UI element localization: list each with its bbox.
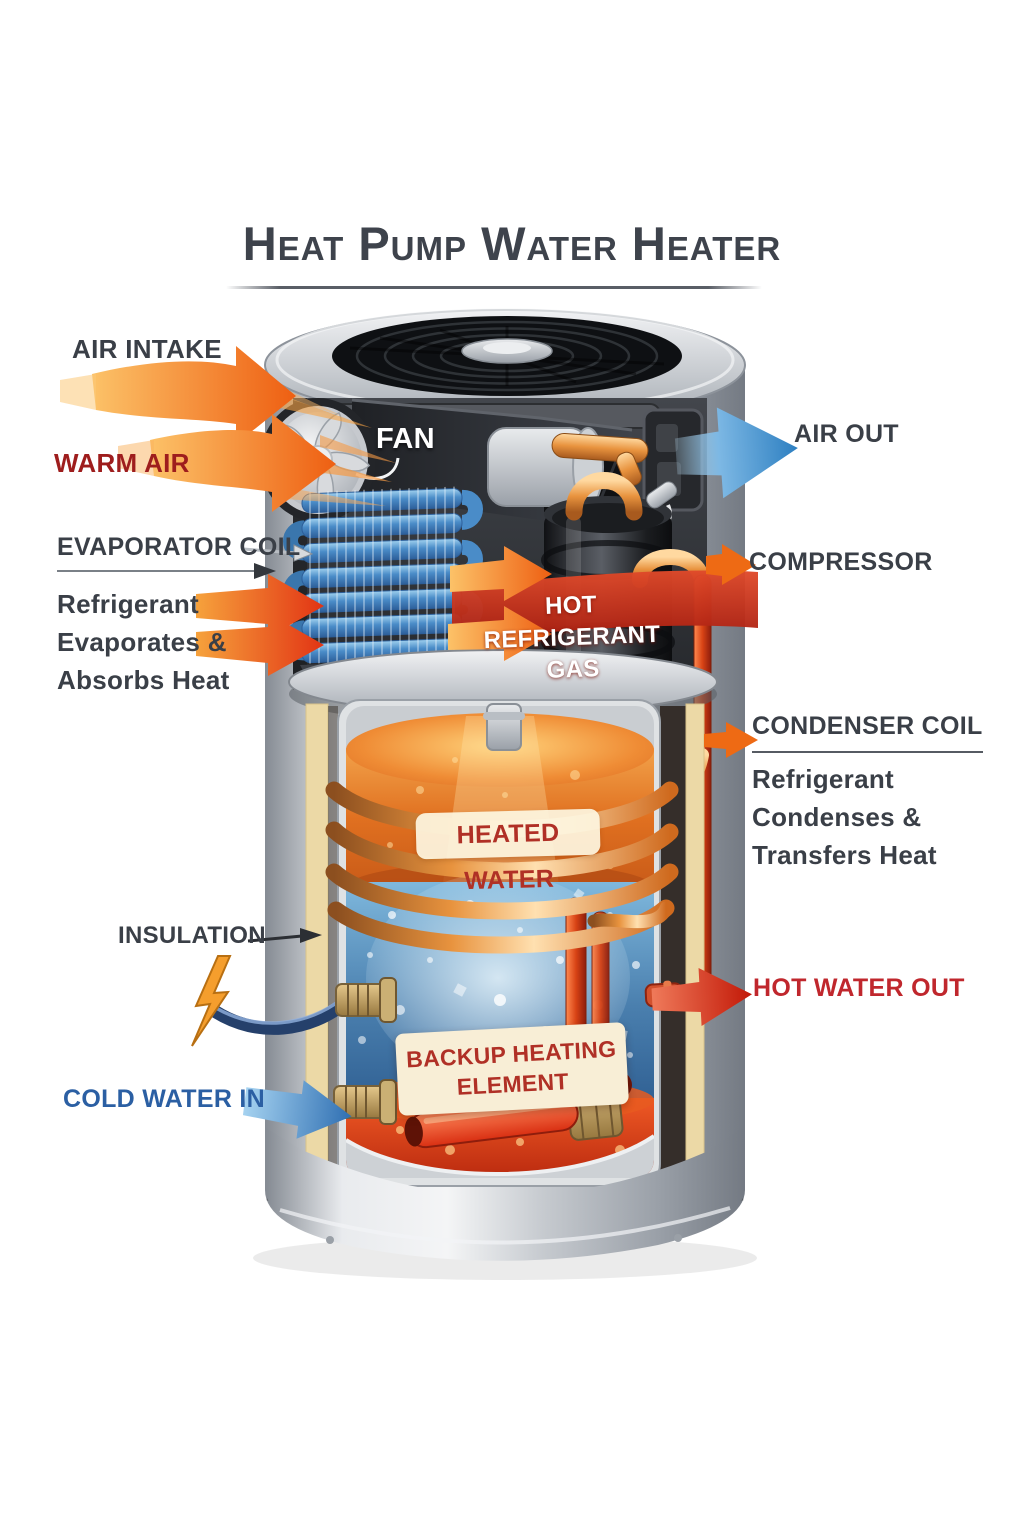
hot-water-out-label: HOT WATER OUT	[753, 974, 965, 1002]
fan-label: FAN	[376, 423, 435, 455]
heated-water-label: HEATED WATER	[415, 808, 601, 895]
cold-water-in-label: COLD WATER IN	[63, 1085, 266, 1113]
electrical-fitting	[209, 977, 397, 1035]
condenser-coil-label: CONDENSER COIL	[752, 710, 983, 753]
tank-fitting	[483, 703, 525, 751]
evaporator-leader-lines	[57, 544, 314, 579]
coil-to-compressor-arrow-2	[448, 606, 552, 661]
insulation-label: INSULATION	[118, 922, 266, 949]
compressor-pointer-arrow	[706, 544, 756, 585]
hot-refrigerant-gas-label: HOT REFRIGERANT GAS	[483, 591, 661, 684]
condenser-pointer-arrow	[704, 722, 758, 758]
insulation-pointer-arrow	[247, 928, 322, 943]
evaporator-heat-arrow-2	[196, 613, 324, 676]
warm-air-arrow	[150, 414, 336, 512]
air-intake-label: AIR INTAKE	[72, 334, 222, 364]
title-underline	[226, 286, 762, 289]
fan-grille	[332, 316, 682, 396]
hot-water-out-arrow	[644, 968, 752, 1026]
air-intake-arrow	[92, 346, 296, 444]
evaporator-heat-arrow-1	[196, 574, 324, 637]
base	[266, 1126, 744, 1259]
coil-to-compressor-arrow-1	[450, 546, 552, 601]
compressor-label: COMPRESSOR	[749, 548, 933, 576]
air-intake-arrow-tail	[60, 374, 96, 410]
condenser-note: Refrigerant Condenses & Transfers Heat	[752, 764, 937, 870]
air-out-arrow	[674, 407, 798, 499]
warm-air-label: WARM AIR	[54, 448, 190, 478]
warm-air-arrow-tail	[118, 440, 154, 476]
evaporator-note: Refrigerant Evaporates & Absorbs Heat	[57, 589, 230, 695]
page-title: Heat Pump Water Heater	[242, 217, 782, 270]
cold-water-fitting	[333, 1079, 397, 1125]
air-out-label: AIR OUT	[794, 420, 899, 448]
backup-heating-element-label: BACKUP HEATING ELEMENT	[395, 1022, 629, 1116]
cold-water-in-arrow	[242, 1080, 352, 1139]
electricity-bolt-icon	[191, 955, 232, 1047]
evaporator-coil-label: EVAPORATOR COIL	[57, 533, 301, 561]
